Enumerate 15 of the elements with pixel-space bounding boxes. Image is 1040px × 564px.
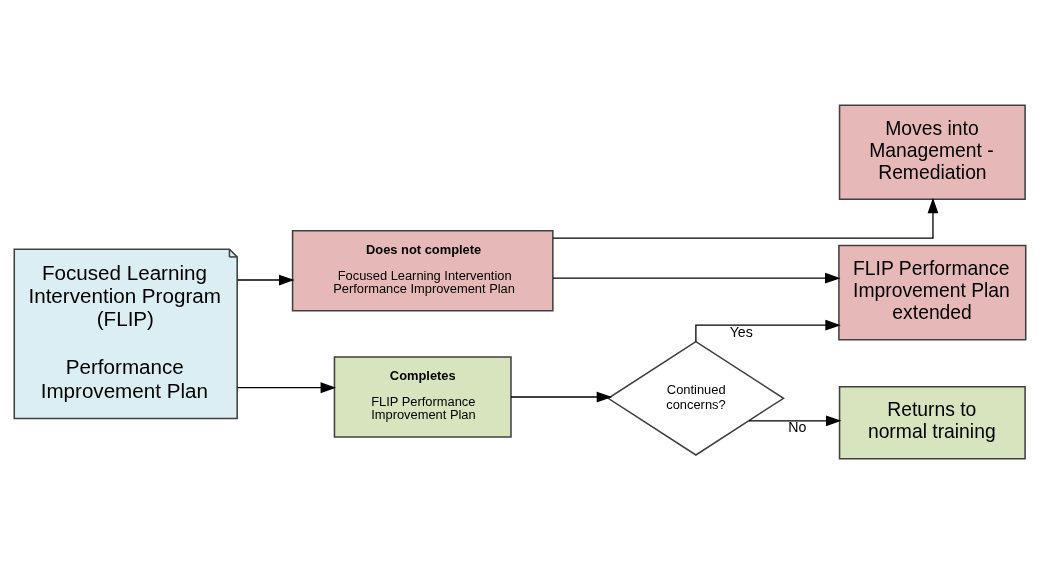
arrow <box>236 274 295 286</box>
arrow <box>695 319 841 343</box>
node-box: Moves into Management - Remediation <box>838 104 1026 200</box>
arrow <box>552 197 939 239</box>
arrow <box>552 272 841 284</box>
arrow <box>236 382 337 394</box>
edge-label: No <box>788 419 807 436</box>
arrow <box>748 415 842 427</box>
node-box: Does not complete Focused Learning Intervention Performance Improvement Plan <box>291 230 554 312</box>
node-box: Returns to normal training <box>838 385 1026 460</box>
node-diamond: Continued concerns? <box>606 340 785 456</box>
node-box: Completes FLIP Performance Improvement Plan <box>333 356 512 438</box>
arrow <box>510 391 613 403</box>
node-box: FLIP Performance Improvement Plan extended <box>838 244 1027 341</box>
edge-label: Yes <box>729 323 753 340</box>
